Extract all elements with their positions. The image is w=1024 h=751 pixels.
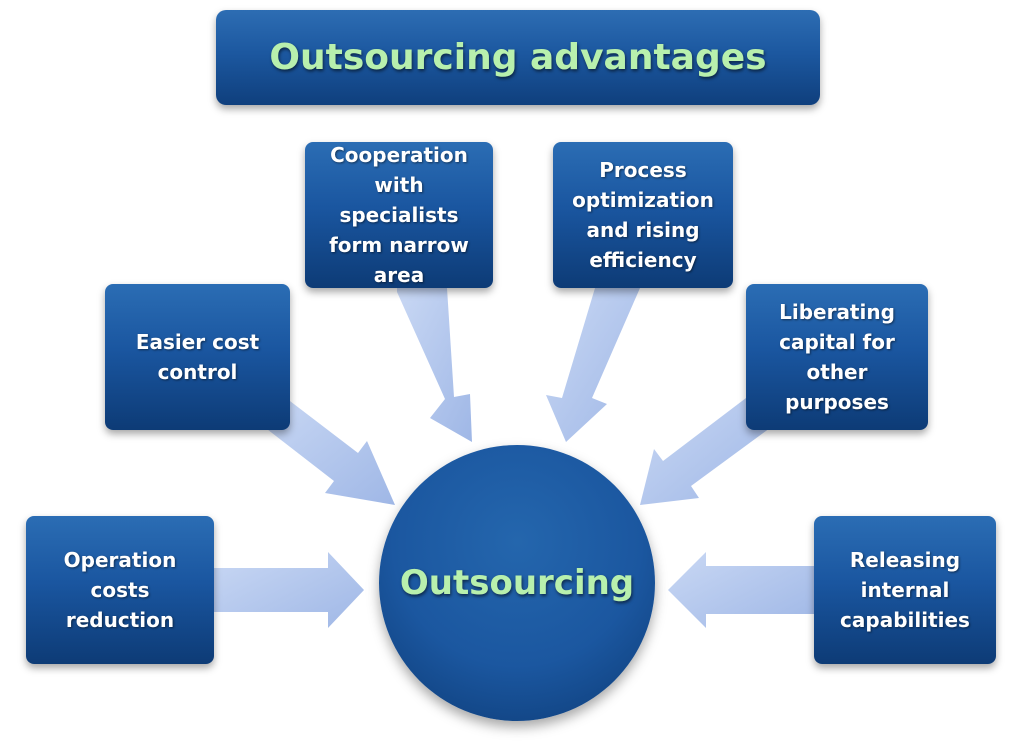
node-label: Releasing internal capabilities bbox=[840, 548, 970, 632]
node-process-optimization: Process optimization and rising efficien… bbox=[553, 142, 733, 288]
node-label: Liberating capital for other purposes bbox=[779, 300, 895, 414]
arrow-process bbox=[546, 288, 640, 442]
diagram-title: Outsourcing advantages bbox=[269, 37, 767, 78]
center-circle: Outsourcing bbox=[379, 445, 655, 721]
node-liberating-capital: Liberating capital for other purposes bbox=[746, 284, 928, 430]
node-operation-costs-reduction: Operation costs reduction bbox=[26, 516, 214, 664]
node-label: Process optimization and rising efficien… bbox=[572, 158, 714, 272]
arrow-cooperation bbox=[397, 288, 472, 442]
node-label: Cooperation with specialists form narrow… bbox=[329, 143, 469, 287]
title-banner: Outsourcing advantages bbox=[216, 10, 820, 105]
arrow-operation-costs bbox=[213, 552, 364, 628]
node-label: Easier cost control bbox=[135, 330, 260, 384]
arrow-liberating bbox=[640, 398, 770, 505]
arrow-releasing bbox=[668, 552, 818, 628]
node-easier-cost-control: Easier cost control bbox=[105, 284, 290, 430]
node-label: Operation costs reduction bbox=[63, 548, 177, 632]
arrow-easier-cost bbox=[263, 398, 395, 505]
node-releasing-internal-capabilities: Releasing internal capabilities bbox=[814, 516, 996, 664]
center-label: Outsourcing bbox=[399, 563, 635, 603]
node-cooperation-with-specialists: Cooperation with specialists form narrow… bbox=[305, 142, 493, 288]
